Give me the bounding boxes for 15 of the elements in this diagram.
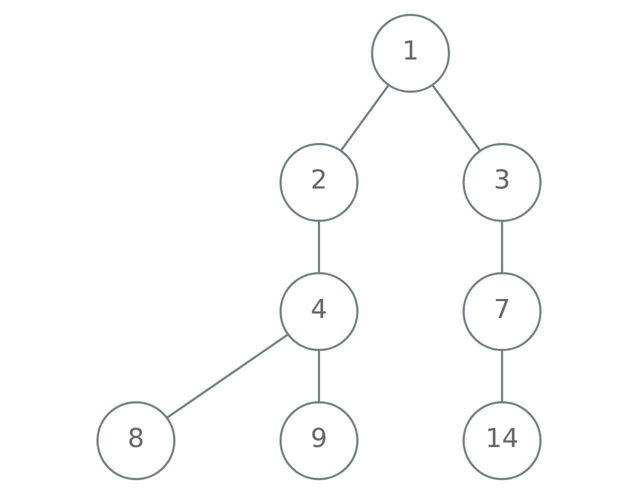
node-circle: 14 — [462, 401, 542, 480]
connector — [501, 350, 504, 402]
node-circle: 3 — [462, 142, 542, 222]
connector — [318, 350, 320, 402]
node-circle: 1 — [371, 14, 450, 93]
node-circle: 4 — [280, 272, 358, 352]
node-circle: 2 — [280, 142, 358, 222]
connector — [318, 221, 320, 274]
node-circle: 9 — [280, 401, 358, 480]
connector — [501, 221, 504, 274]
connector — [340, 84, 390, 152]
connector — [166, 334, 289, 418]
connector — [432, 84, 481, 152]
node-circle: 8 — [96, 401, 176, 480]
node-circle: 7 — [462, 272, 542, 352]
